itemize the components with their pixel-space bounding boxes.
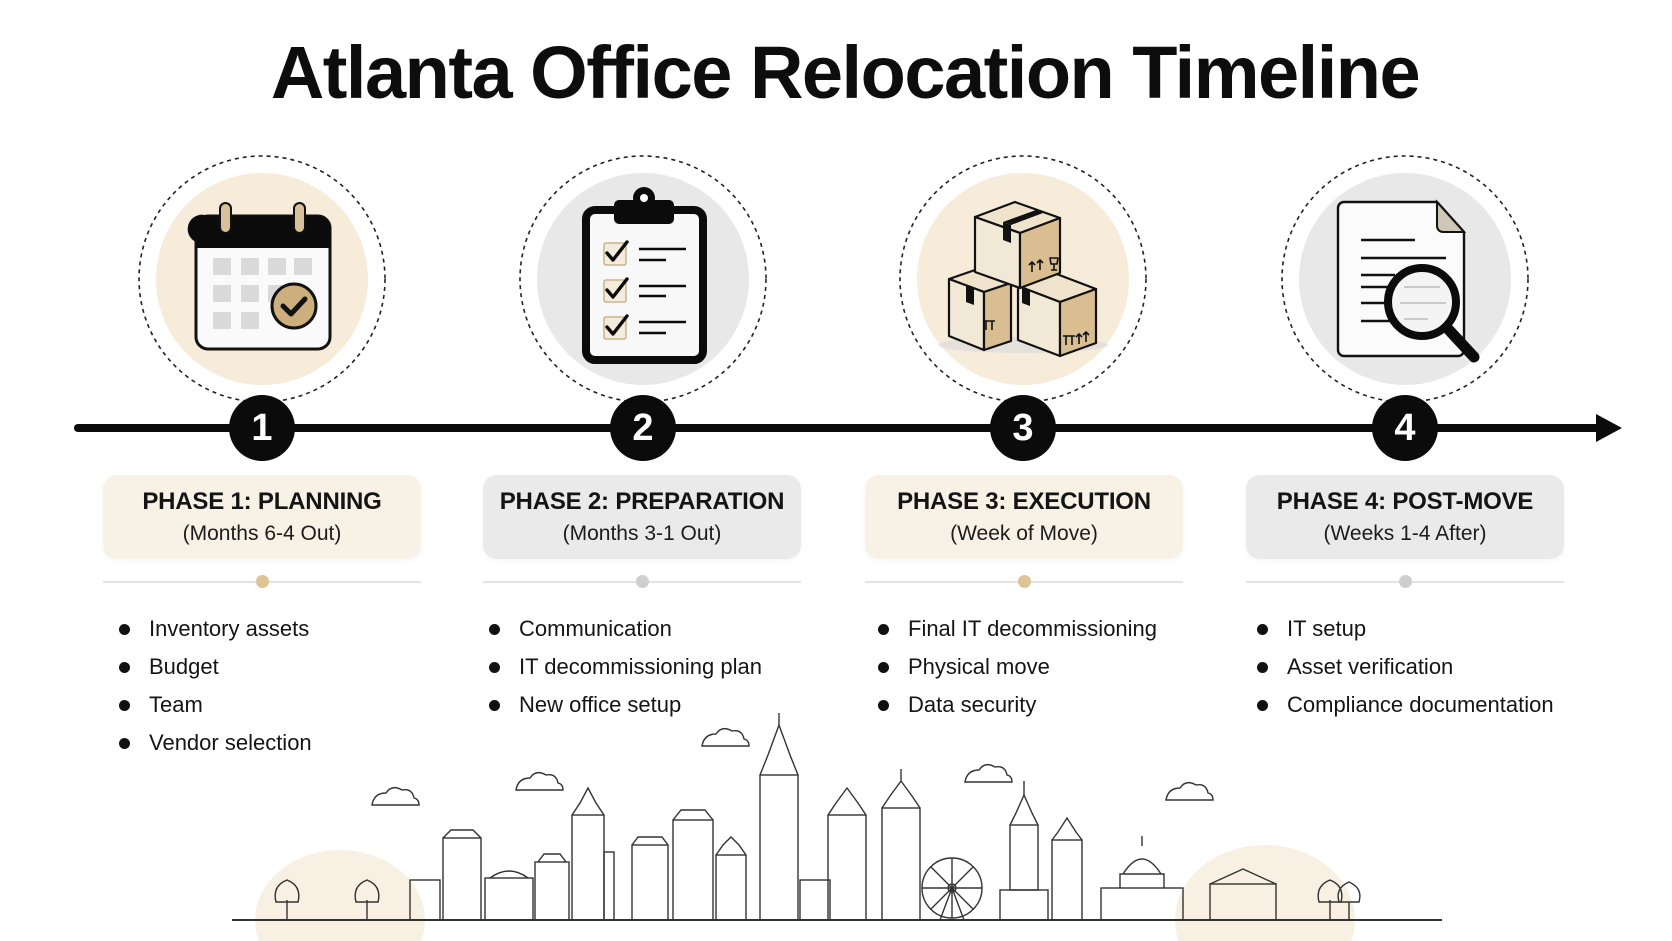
bullet-icon [119,624,130,635]
phase-4-header: PHASE 4: POST-MOVE (Weeks 1-4 After) [1246,475,1564,559]
task-label: Budget [149,654,219,679]
task-label: Inventory assets [149,616,310,641]
bullet-icon [119,738,130,749]
phase-1-task-list: Inventory assets Budget Team Vendor sele… [119,610,312,762]
list-item: New office setup [489,686,762,724]
phase-4-title: PHASE 4: POST-MOVE [1276,488,1534,515]
atlanta-skyline-illustration [232,713,1442,941]
task-label: Asset verification [1287,654,1454,679]
bullet-icon [878,662,889,673]
phase-2-number-badge: 2 [610,395,676,461]
phase-2-subtitle: (Months 3-1 Out) [562,522,722,545]
phase-2-divider [483,575,801,588]
bullet-icon [489,624,500,635]
list-item: Asset verification [1257,648,1554,686]
phase-3-subtitle: (Week of Move) [950,522,1098,545]
bullet-icon [878,700,889,711]
phase-2-header: PHASE 2: PREPARATION (Months 3-1 Out) [483,475,801,559]
phase-4-divider-dot [1399,575,1412,588]
document-search-icon [1336,199,1480,363]
list-item: Inventory assets [119,610,312,648]
bullet-icon [489,700,500,711]
list-item: Compliance documentation [1257,686,1554,724]
task-label: Vendor selection [149,730,312,755]
calendar-check-icon [187,202,332,351]
task-label: IT decommissioning plan [519,654,762,679]
task-label: Team [149,692,203,717]
phase-1-number-badge: 1 [229,395,295,461]
phase-1-divider-dot [256,575,269,588]
task-label: Communication [519,616,672,641]
phase-3-task-list: Final IT decommissioning Physical move D… [878,610,1157,724]
list-item: Communication [489,610,762,648]
list-item: Team [119,686,312,724]
bullet-icon [119,662,130,673]
task-label: Final IT decommissioning [908,616,1158,641]
phase-1-header: PHASE 1: PLANNING (Months 6-4 Out) [103,475,421,559]
list-item: Budget [119,648,312,686]
phase-3-title: PHASE 3: EXECUTION [897,488,1151,515]
bullet-icon [878,624,889,635]
bullet-icon [489,662,500,673]
list-item: IT decommissioning plan [489,648,762,686]
list-item: Vendor selection [119,724,312,762]
clipboard-checklist-icon [582,187,707,364]
phase-1-divider [103,575,421,588]
bullet-icon [1257,662,1268,673]
task-label: Data security [908,692,1037,717]
phase-2-task-list: Communication IT decommissioning plan Ne… [489,610,762,724]
bullet-icon [1257,624,1268,635]
bullet-icon [1257,700,1268,711]
phase-2-title: PHASE 2: PREPARATION [499,488,785,515]
moving-boxes-icon [938,200,1108,358]
phase-4-divider [1246,575,1564,588]
list-item: IT setup [1257,610,1554,648]
task-label: IT setup [1287,616,1367,641]
page-title: Atlanta Office Relocation Timeline [270,31,1421,114]
list-item: Final IT decommissioning [878,610,1157,648]
task-label: New office setup [519,692,682,717]
phase-3-divider [865,575,1183,588]
task-label: Compliance documentation [1287,692,1554,717]
phase-4-number-badge: 4 [1372,395,1438,461]
task-label: Physical move [908,654,1050,679]
list-item: Data security [878,686,1157,724]
phase-1-subtitle: (Months 6-4 Out) [182,522,342,545]
phase-3-number-badge: 3 [990,395,1056,461]
phase-2-divider-dot [636,575,649,588]
phase-3-divider-dot [1018,575,1031,588]
list-item: Physical move [878,648,1157,686]
phase-1-title: PHASE 1: PLANNING [142,488,382,515]
phase-1-icon [137,154,387,404]
phase-4-subtitle: (Weeks 1-4 After) [1323,522,1487,545]
phase-3-header: PHASE 3: EXECUTION (Week of Move) [865,475,1183,559]
phase-4-task-list: IT setup Asset verification Compliance d… [1257,610,1554,724]
bullet-icon [119,700,130,711]
